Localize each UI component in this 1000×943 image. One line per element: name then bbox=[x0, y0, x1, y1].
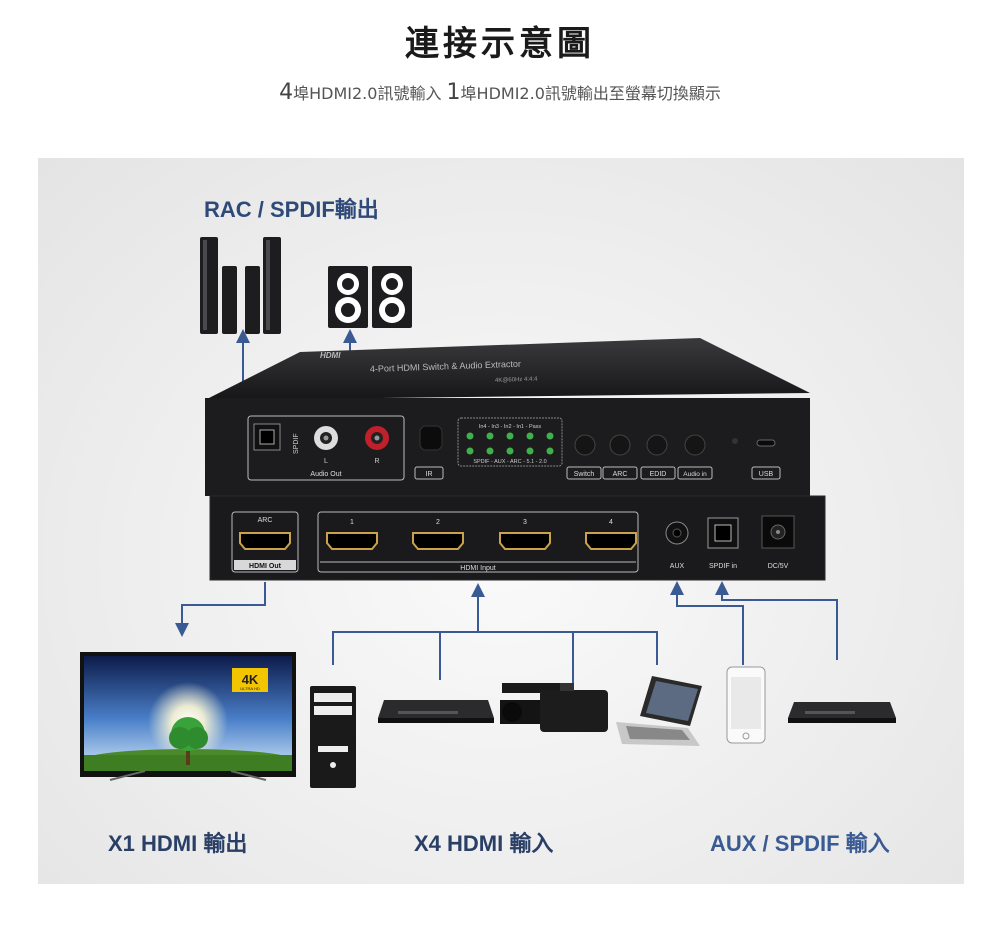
usb-label: USB bbox=[759, 471, 774, 478]
led-bottom-label: SPDIF - AUX - ARC - 5.1 - 2.0 bbox=[473, 459, 546, 465]
camcorder-icon bbox=[500, 683, 608, 732]
device-logo: HDMI bbox=[320, 351, 341, 360]
hdmi-port-3-label: 3 bbox=[523, 519, 527, 526]
edid-button-label: EDID bbox=[650, 471, 667, 478]
ir-label: IR bbox=[426, 471, 433, 478]
smartphone-icon bbox=[727, 667, 765, 743]
aux-label: AUX bbox=[670, 563, 685, 570]
hdmi-in-label-bottom: X4 HDMI 輸入 bbox=[414, 826, 553, 858]
tv-icon: 4K ULTRA HD bbox=[80, 652, 296, 780]
arc-spdif-out-label: RAC / SPDIF輸出 bbox=[204, 192, 379, 224]
pc-tower-icon bbox=[310, 686, 356, 788]
speaker-icon bbox=[328, 266, 412, 328]
hdmi-switch-device: HDMI 4-Port HDMI Switch & Audio Extracto… bbox=[205, 338, 825, 580]
switch-button-label: Switch bbox=[574, 471, 595, 478]
hdmi-input-bus-line bbox=[333, 632, 657, 665]
hdmi-out-label: HDMI Out bbox=[249, 563, 282, 570]
hdmi-out-to-tv-line bbox=[182, 582, 265, 630]
hdmi-port-4-label: 4 bbox=[609, 519, 613, 526]
laptop-icon bbox=[616, 676, 702, 746]
hdmi-port-1-label: 1 bbox=[350, 519, 354, 526]
tv-badge-4k: 4K bbox=[242, 672, 259, 687]
hdmi-input-label: HDMI Input bbox=[460, 565, 495, 572]
tv-badge-sub: ULTRA HD bbox=[240, 686, 260, 691]
usb-port bbox=[757, 440, 775, 446]
audio-in-button-label: Audio in bbox=[683, 471, 707, 478]
soundbar-icon bbox=[200, 237, 281, 334]
arc-label: ARC bbox=[258, 517, 273, 524]
dc-label: DC/5V bbox=[768, 563, 789, 570]
spdif-label: SPDIF bbox=[293, 433, 300, 454]
led-top-label: In4 - In3 - In2 - In1 - Pass bbox=[479, 424, 542, 430]
audio-out-label: Audio Out bbox=[310, 471, 341, 478]
hdmi-out-label-bottom: X1 HDMI 輸出 bbox=[108, 826, 247, 858]
spdif-input-line bbox=[722, 588, 837, 660]
aux-spdif-in-label-bottom: AUX / SPDIF 輸入 bbox=[710, 826, 890, 858]
bluray-player-icon bbox=[378, 700, 494, 723]
rca-right-label: R bbox=[374, 458, 379, 465]
media-player-icon bbox=[788, 702, 896, 723]
hdmi-port-2-label: 2 bbox=[436, 519, 440, 526]
arc-button-label: ARC bbox=[613, 471, 628, 478]
rca-left-label: L bbox=[324, 458, 328, 465]
spdif-in-label: SPDIF in bbox=[709, 563, 737, 570]
